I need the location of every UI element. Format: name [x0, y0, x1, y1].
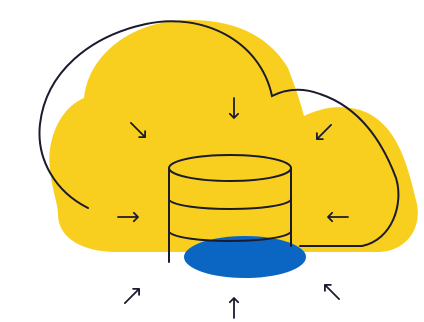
- database-base-ellipse: [184, 236, 306, 278]
- arrows-group: [117, 97, 349, 319]
- database-icon: [168, 154, 306, 278]
- arrow-bottom-icon: [228, 297, 240, 319]
- cloud-outline: [38, 20, 400, 247]
- arrow-bottom-right-icon: [324, 284, 340, 300]
- arrow-top-icon: [228, 97, 240, 119]
- arrow-bottom-left-icon: [124, 288, 140, 304]
- database-band-2: [168, 231, 292, 242]
- arrow-top-left-icon: [130, 122, 146, 138]
- cloud-fill-shape: [49, 20, 418, 252]
- arrow-top-right-icon: [316, 124, 332, 140]
- arrow-right-icon: [327, 211, 349, 223]
- database-band-1: [168, 199, 292, 210]
- arrow-left-icon: [117, 211, 139, 223]
